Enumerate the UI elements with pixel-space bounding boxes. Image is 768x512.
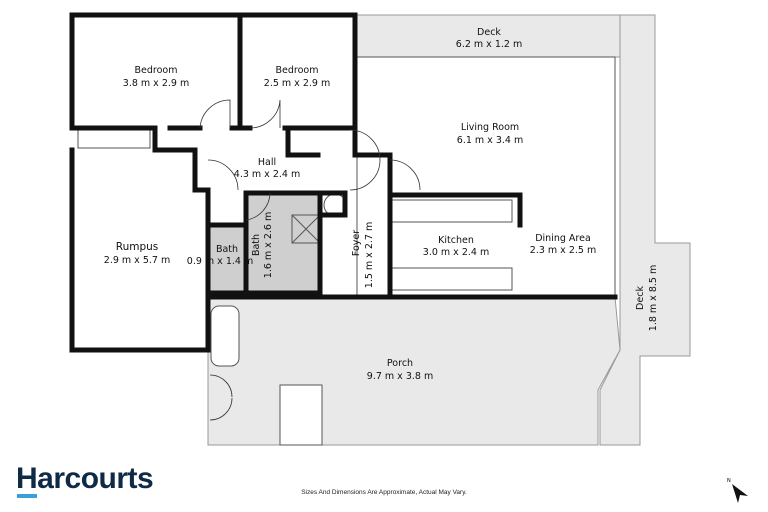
walls — [69, 12, 618, 353]
deck-right-size: 1.8 m x 8.5 m — [648, 265, 659, 331]
kitchen-size: 3.0 m x 2.4 m — [423, 247, 489, 258]
bedroom1-label: Bedroom — [135, 65, 178, 76]
deck-top-size: 6.2 m x 1.2 m — [456, 39, 522, 50]
dining-size: 2.3 m x 2.5 m — [530, 245, 596, 256]
bath-size: 1.6 m x 2.6 m — [263, 212, 274, 278]
bath-small-floor — [208, 225, 244, 293]
foyer-label: Foyer — [351, 230, 362, 256]
bedroom2-label: Bedroom — [276, 65, 319, 76]
deck-right-label: Deck — [635, 286, 646, 310]
dining-label: Dining Area — [535, 233, 591, 244]
kitchen-bench-lower — [391, 267, 513, 291]
kitchen-label: Kitchen — [438, 235, 474, 246]
wardrobe — [77, 129, 151, 149]
bath-tub — [210, 305, 240, 367]
deck-right-area — [599, 14, 691, 446]
living-label: Living Room — [461, 122, 519, 133]
disclaimer-text: Sizes And Dimensions Are Approximate, Ac… — [301, 489, 467, 496]
bedroom1-size: 3.8 m x 2.9 m — [123, 78, 189, 89]
porch-size: 9.7 m x 3.8 m — [367, 371, 433, 382]
hall-label: Hall — [258, 157, 276, 168]
porch-step — [279, 384, 323, 446]
living-size: 6.1 m x 3.4 m — [457, 135, 523, 146]
rumpus-label: Rumpus — [116, 241, 159, 253]
bath-small-label: Bath — [216, 244, 238, 255]
living-outline — [356, 56, 616, 298]
rumpus-size: 2.9 m x 5.7 m — [104, 255, 170, 266]
harcourts-logo: Harcourts — [16, 462, 154, 495]
logo-accent-bar — [17, 494, 37, 498]
porch-label: Porch — [387, 358, 413, 369]
bath-label: Bath — [251, 234, 262, 256]
kitchen-bench — [391, 199, 513, 223]
hall-size: 4.3 m x 2.4 m — [234, 169, 300, 180]
bedroom2-size: 2.5 m x 2.9 m — [264, 78, 330, 89]
bath-floor — [248, 195, 320, 293]
bath-small-size: 0.9 m x 1.4 m — [187, 256, 253, 267]
deck-top-label: Deck — [477, 27, 501, 38]
north-label: N — [727, 478, 731, 484]
doors — [199, 99, 421, 421]
foyer-size: 1.5 m x 2.7 m — [364, 222, 375, 288]
